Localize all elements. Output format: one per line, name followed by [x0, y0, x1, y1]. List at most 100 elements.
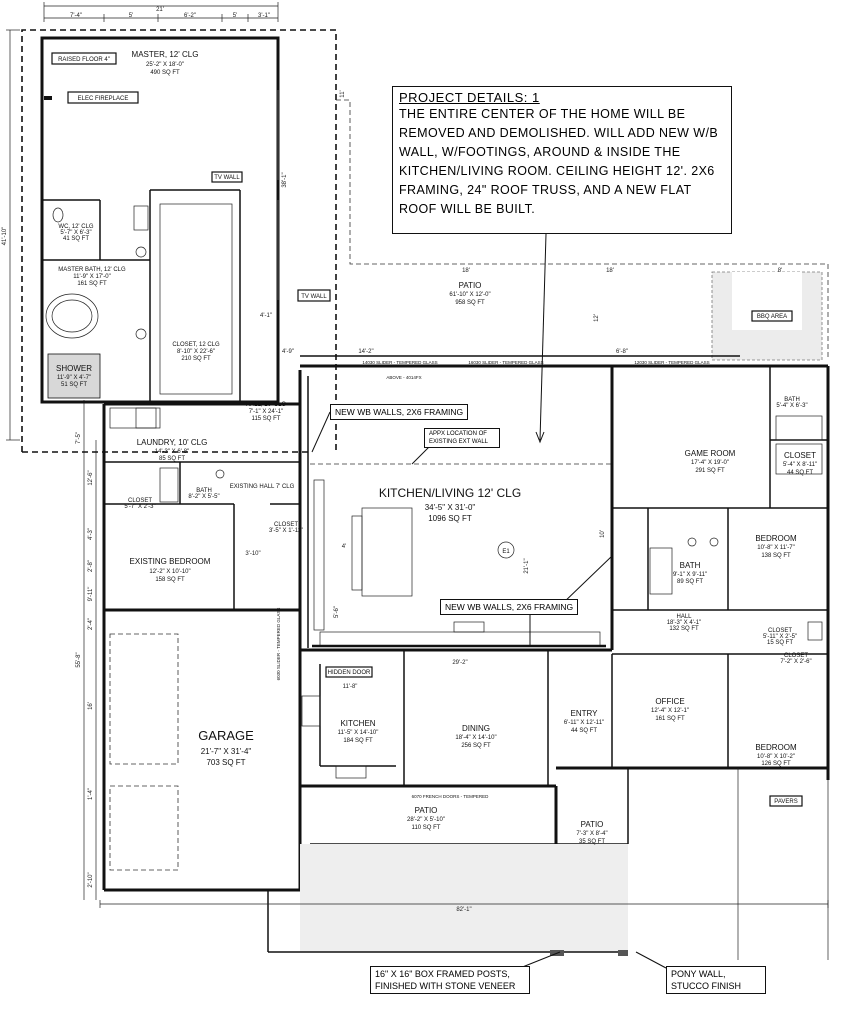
wc-size: 5'-7" X 6'-3": [60, 230, 91, 236]
project-details-title: PROJECT DETAILS: 1: [399, 90, 540, 105]
master-bath-size: 11'-9" X 17'-0": [73, 274, 110, 280]
callout-pony-wall: PONY WALL, STUCCO FINISH: [666, 966, 766, 994]
garage-area: 703 SQ FT: [206, 758, 245, 767]
bbq-area-label: BBQ AREA: [757, 314, 787, 320]
above-label: ABOVE - 4014FX: [386, 375, 421, 380]
kitchen-living-size: 34'-5" X 31'-0": [425, 503, 476, 512]
top-dimensions: 21' 7'-4" 5' 6'-2" 5' 3'-1": [43, 2, 279, 22]
closet-small-2-size: 7'-2" X 2'-6": [780, 659, 811, 665]
dim-patio-2: 18': [606, 268, 614, 274]
kitchen-size: 11'-5" X 14'-10": [338, 730, 379, 736]
dim-left-total: 41'-10": [2, 227, 8, 246]
kitchen-name: KITCHEN: [340, 719, 375, 728]
existing-bedroom-name: EXISTING BEDROOM: [130, 557, 211, 566]
callout-pony-wall-line-2: STUCCO FINISH: [671, 981, 742, 991]
closet-small-size: 5'-11" X 2'-5": [763, 634, 797, 640]
patio-top-area: 958 SQ FT: [455, 300, 485, 306]
dim-mid-2: 11': [340, 90, 346, 97]
tv-wall-label-1: TV WALL: [214, 175, 240, 181]
dim-mid-6: 4': [342, 544, 346, 550]
closet-small-name: CLOSET: [768, 628, 792, 634]
hall-1-name: HALL, 10' CLG: [246, 402, 286, 408]
leader-lines: [311, 233, 667, 969]
dim-left-7: 55'-8": [76, 652, 82, 667]
closet-small-2-name: CLOSET: [784, 653, 808, 659]
slider-label-1: 14030 SLIDER - TEMPERED GLASS: [362, 360, 437, 365]
dim-left-5: 9'-11": [88, 587, 94, 602]
lower-patio-fill: [99, 844, 829, 956]
entry-area: 44 SQ FT: [571, 728, 597, 734]
closet-master-area: 210 SQ FT: [181, 356, 211, 362]
elec-fireplace-label: ELEC FIREPLACE: [78, 96, 129, 102]
hall-1-size: 7'-1" X 24'-1": [249, 409, 284, 415]
dining-area: 256 SQ FT: [461, 743, 491, 749]
office-size: 12'-4" X 12'-1": [651, 708, 689, 714]
laundry-size: 14'-3" X 6'-8": [155, 449, 190, 455]
bath-mid-size: 9'-1" X 9'-11": [673, 572, 707, 578]
slider-label-3: 12030 SLIDER - TEMPERED GLASS: [634, 360, 709, 365]
dim-left-10: 2'-10": [88, 872, 94, 887]
dim-bottom-total: 82'-1": [456, 907, 471, 913]
closet-left-size: 5'-7" X 2'-3": [124, 504, 155, 510]
hall-2-area: 132 SQ FT: [669, 626, 699, 632]
closet-hall-name: CLOSET: [274, 522, 298, 528]
dim-top-4: 5': [233, 13, 237, 19]
garage-size: 21'-7" X 31'-4": [201, 747, 252, 756]
dim-left-9: 1'-4": [88, 788, 94, 800]
game-room-size: 17'-4" X 19'-0": [691, 460, 729, 466]
master-name: MASTER, 12' CLG: [132, 50, 199, 59]
bath-left-name: BATH: [196, 488, 212, 494]
master-area: 490 SQ FT: [150, 70, 180, 76]
bedroom-1-size: 10'-8" X 11'-7": [757, 545, 794, 551]
laundry-name: LAUNDRY, 10' CLG: [137, 438, 208, 447]
dim-kl-1: 21'-1": [524, 558, 530, 573]
callout-box-posts-line-1: 16" X 16" BOX FRAMED POSTS,: [375, 969, 510, 979]
hall-2-name: HALL: [676, 614, 692, 620]
bedroom-1-name: BEDROOM: [755, 534, 797, 543]
master-bath-name: MASTER BATH, 12' CLG: [58, 267, 126, 273]
dim-hall-w: 3'-10": [245, 551, 260, 557]
dim-left-6: 2'-4": [88, 618, 94, 630]
office-area: 161 SQ FT: [655, 716, 685, 722]
dim-top-1: 7'-4": [70, 13, 82, 19]
french-doors-label: 6070 FRENCH DOORS - TEMPERED: [412, 794, 489, 799]
kitchen-area: 184 SQ FT: [343, 738, 373, 744]
dim-left-4: 2'-8": [88, 560, 94, 572]
patio-bottom-area: 110 SQ FT: [412, 825, 441, 831]
e1-marker: E1: [502, 549, 510, 555]
callout-new-wb-walls-top: NEW WB WALLS, 2X6 FRAMING: [330, 404, 469, 420]
slider-label-2: 16030 SLIDER - TEMPERED GLASS: [468, 360, 543, 365]
existing-bedroom-size: 12'-2" X 10'-10": [149, 569, 190, 575]
dim-patio-3: 8': [778, 268, 782, 274]
wc-area: 41 SQ FT: [63, 236, 89, 242]
raised-floor-label: RAISED FLOOR 4": [58, 57, 110, 63]
dim-kl-2: 29'-2": [452, 660, 467, 666]
master-suite: [21, 29, 337, 453]
dim-mid-5: 5'-6": [334, 606, 340, 618]
patio-small-size: 7'-3" X 8'-4": [576, 831, 607, 837]
bath-right-size: 5'-4" X 6'-3": [776, 403, 807, 409]
wc-name: WC, 12' CLG: [58, 224, 93, 230]
bath-left-size: 8'-2" X 5'-5": [188, 494, 219, 500]
master-bath-area: 161 SQ FT: [77, 281, 107, 287]
dim-top-5: 3'-1": [258, 13, 270, 19]
bedroom-2-name: BEDROOM: [755, 743, 797, 752]
pavers-label: PAVERS: [774, 799, 797, 805]
dim-mid-3: 4'-1": [260, 313, 272, 319]
dim-left-2: 12'-6": [88, 470, 94, 485]
bedroom-2-size: 10'-8" X 10'-2": [757, 754, 795, 760]
hall-1-area: 115 SQ FT: [252, 416, 281, 422]
patio-bottom-name: PATIO: [415, 806, 438, 815]
closet-right-size: 5'-4" X 8'-11": [783, 462, 817, 468]
dim-patio-4: 12': [594, 314, 600, 322]
patio-small-area: 35 SQ FT: [579, 839, 605, 845]
callout-box-posts: 16" X 16" BOX FRAMED POSTS, FINISHED WIT…: [370, 966, 530, 994]
dim-kl-3: 11'-8": [343, 684, 358, 690]
patio-small-name: PATIO: [581, 820, 604, 829]
dim-left-8: 16': [88, 702, 94, 710]
callout-new-wb-walls-bottom: NEW WB WALLS, 2X6 FRAMING: [440, 599, 579, 615]
fixtures: [109, 407, 823, 779]
dim-top-2: 5': [129, 13, 133, 19]
left-dimensions: 41'-10" 7'-5" 12'-6" 4'-3" 2'-8" 9'-11" …: [2, 29, 97, 900]
